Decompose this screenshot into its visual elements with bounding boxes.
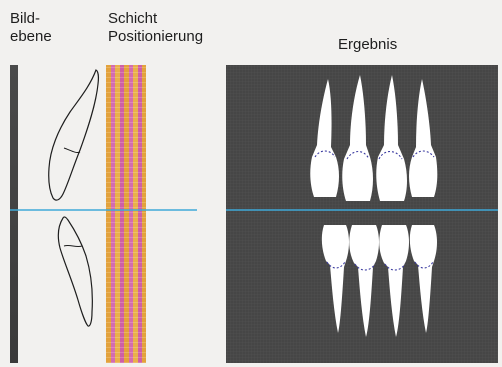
upper-tooth-2 (342, 75, 373, 201)
upper-teeth (310, 75, 437, 201)
upper-tooth-4 (409, 79, 437, 197)
lower-tooth-2 (349, 225, 379, 337)
lower-tooth-4 (410, 225, 437, 333)
lower-teeth (322, 225, 437, 337)
upper-incisor-profile (49, 70, 99, 200)
lower-tooth-1 (322, 225, 349, 333)
result-label: Ergebnis (338, 36, 397, 54)
upper-tooth-1 (310, 79, 339, 197)
tooth-profile-diagram (0, 0, 230, 367)
lower-tooth-3 (379, 225, 409, 337)
result-panel (226, 65, 498, 363)
result-teeth-image (226, 65, 498, 363)
lower-incisor-cej-line (64, 245, 82, 246)
lower-incisor-profile (58, 217, 92, 326)
upper-tooth-3 (376, 75, 407, 201)
upper-incisor-cej-line (64, 148, 80, 153)
